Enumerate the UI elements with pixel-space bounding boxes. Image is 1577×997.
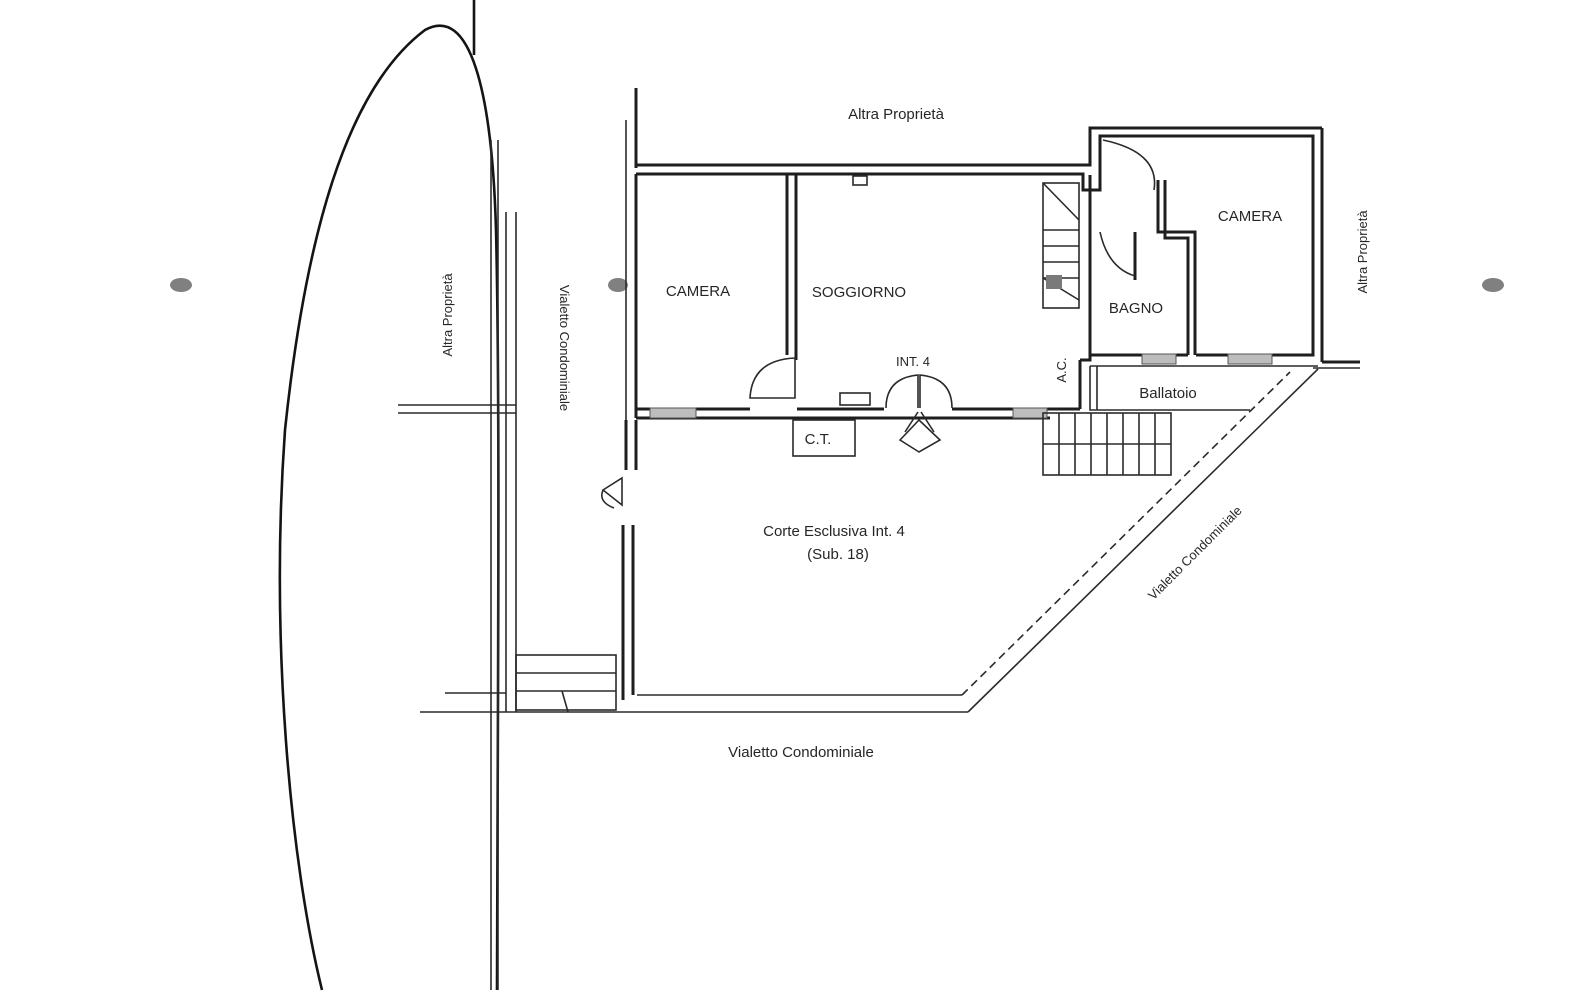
- label-altra-proprieta-right: Altra Proprietà: [1355, 210, 1370, 294]
- label-ballatoio: Ballatoio: [1139, 385, 1197, 402]
- label-corte-line1: Corte Esclusiva Int. 4: [763, 523, 905, 540]
- label-altra-proprieta-left: Altra Proprietà: [440, 273, 455, 357]
- punch-hole-left: [170, 278, 192, 292]
- room-label-bagno: BAGNO: [1109, 300, 1163, 317]
- court-boundary: [420, 368, 1319, 713]
- label-ac: A.C.: [1054, 357, 1069, 382]
- label-vialetto-left: Vialetto Condominiale: [557, 285, 572, 411]
- label-vialetto-bottom: Vialetto Condominiale: [728, 744, 874, 761]
- room-label-soggiorno: SOGGIORNO: [812, 284, 906, 301]
- unit-label-int-4: INT. 4: [896, 354, 930, 369]
- label-ct: C.T.: [805, 431, 832, 448]
- left-boundary-walls: [398, 140, 517, 990]
- pen-ellipse-mark: [278, 0, 500, 991]
- label-altra-proprieta-top: Altra Proprietà: [848, 106, 945, 123]
- fixtures: [749, 139, 1172, 476]
- label-corte-line2: (Sub. 18): [807, 546, 869, 563]
- room-label-camera-right: CAMERA: [1218, 208, 1282, 225]
- room-label-camera-left: CAMERA: [666, 283, 730, 300]
- punch-hole-middle: [608, 278, 628, 292]
- label-vialetto-diagonal: Vialetto Condominiale: [1145, 503, 1245, 603]
- punch-hole-right: [1482, 278, 1504, 292]
- building-walls: [625, 88, 1360, 420]
